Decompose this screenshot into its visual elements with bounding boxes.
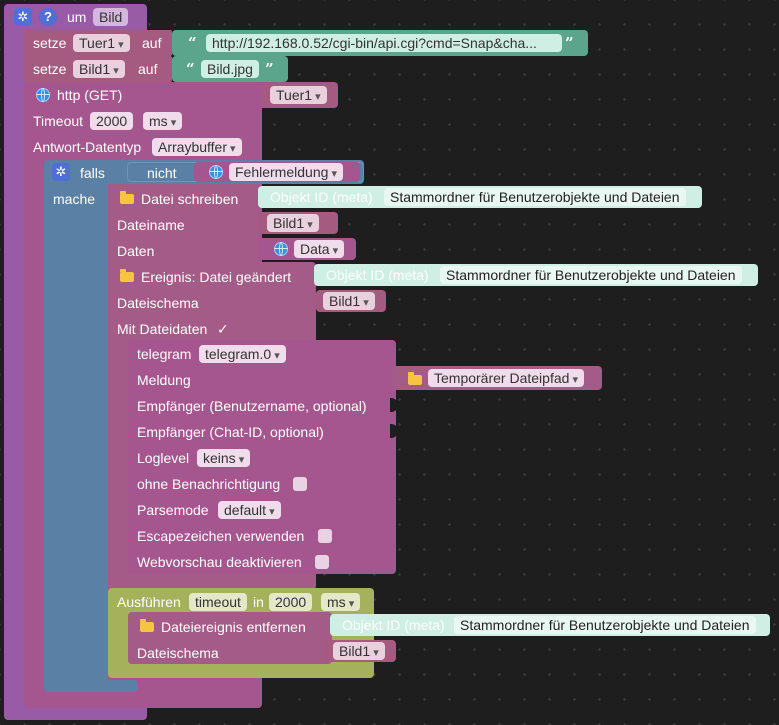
object-id-value[interactable]: Stammordner für Benutzerobjekte und Date… <box>440 266 742 284</box>
url-variable-dropdown[interactable]: Tuer1 <box>270 86 327 104</box>
object-id-label: Objekt ID (meta) <box>342 617 445 633</box>
filename-variable-dropdown[interactable]: Bild1 <box>267 214 319 232</box>
telegram-instance-dropdown[interactable]: telegram.0 <box>199 345 286 363</box>
folder-icon <box>140 619 154 632</box>
http-label: http (GET) <box>57 87 123 103</box>
data-label: Daten <box>117 243 155 259</box>
globe-icon <box>274 242 288 256</box>
response-type-dropdown[interactable]: Arraybuffer <box>152 138 242 156</box>
condition-dropdown[interactable]: Fehlermeldung <box>229 163 343 181</box>
loglevel-dropdown[interactable]: keins <box>197 449 251 467</box>
remove-schema-label: Dateischema <box>137 645 219 661</box>
remove-file-event-label: Dateiereignis entfernen <box>161 619 306 635</box>
input-socket[interactable] <box>390 398 398 412</box>
set-label: setze <box>33 35 67 51</box>
close-quote-icon: ” <box>565 34 574 52</box>
gear-icon[interactable]: ✲ <box>14 8 32 26</box>
timeout-label: Timeout <box>33 113 84 129</box>
remove-schema-variable-dropdown[interactable]: Bild1 <box>333 642 385 660</box>
remove-file-event-block[interactable] <box>128 612 332 664</box>
set-label: setze <box>33 61 67 77</box>
open-quote-icon: “ <box>186 60 195 78</box>
filename-text-field[interactable]: Bild.jpg <box>201 60 259 78</box>
url-text-field[interactable]: http://192.168.0.52/cgi-bin/api.cgi?cmd=… <box>206 34 562 52</box>
close-quote-icon: ” <box>265 60 274 78</box>
parsemode-label: Parsemode <box>137 502 209 518</box>
folder-icon <box>120 191 134 204</box>
message-dropdown[interactable]: Temporärer Dateipfad <box>428 369 584 387</box>
procedure-name-field[interactable]: Bild <box>93 8 129 26</box>
with-file-data-checkbox[interactable]: ✓ <box>217 321 229 337</box>
help-icon[interactable]: ? <box>39 8 57 26</box>
parsemode-dropdown[interactable]: default <box>218 501 281 519</box>
timeout-input[interactable]: 2000 <box>90 112 134 130</box>
schema-variable-dropdown[interactable]: Bild1 <box>323 292 375 310</box>
variable-dropdown-bild1[interactable]: Bild1 <box>73 60 125 78</box>
if-block-body <box>44 180 108 692</box>
globe-icon <box>36 88 50 102</box>
variable-dropdown-tuer1[interactable]: Tuer1 <box>73 34 130 52</box>
response-type-label: Antwort-Datentyp <box>33 139 142 155</box>
if-label: falls <box>80 165 105 181</box>
timeout-delay-input[interactable]: 2000 <box>269 593 313 611</box>
escape-label: Escapezeichen verwenden <box>137 528 305 544</box>
run-label: Ausführen <box>117 594 181 610</box>
input-socket[interactable] <box>390 424 398 438</box>
silent-label: ohne Benachrichtigung <box>137 476 281 492</box>
object-id-value[interactable]: Stammordner für Benutzerobjekte und Date… <box>454 616 756 634</box>
preview-label: Webvorschau deaktivieren <box>137 554 302 570</box>
timeout-delay-unit-dropdown[interactable]: ms <box>321 593 361 611</box>
to-label: auf <box>138 61 158 77</box>
globe-icon <box>209 165 223 179</box>
do-label: mache <box>53 191 96 207</box>
timeout-type-field[interactable]: timeout <box>189 593 247 611</box>
if-block-footer <box>44 680 138 692</box>
folder-icon <box>408 372 422 385</box>
write-file-label: Datei schreiben <box>141 191 239 207</box>
message-label: Meldung <box>137 372 191 388</box>
object-id-value[interactable]: Stammordner für Benutzerobjekte und Date… <box>384 188 686 206</box>
loglevel-label: Loglevel <box>137 450 190 466</box>
recipient-chat-label: Empfänger (Chat-ID, optional) <box>137 424 324 440</box>
file-event-label: Ereignis: Datei geändert <box>141 269 292 285</box>
recipient-user-label: Empfänger (Benutzername, optional) <box>137 398 367 414</box>
in-label: in <box>253 594 264 610</box>
silent-checkbox[interactable] <box>293 477 307 491</box>
escape-checkbox[interactable] <box>318 529 332 543</box>
telegram-label: telegram <box>137 346 192 362</box>
with-file-data-label: Mit Dateidaten <box>117 321 208 337</box>
object-id-label: Objekt ID (meta) <box>326 267 429 283</box>
open-quote-icon: “ <box>188 34 197 52</box>
preview-checkbox[interactable] <box>315 555 329 569</box>
file-schema-label: Dateischema <box>117 295 199 311</box>
object-id-label: Objekt ID (meta) <box>270 189 373 205</box>
timeout-unit-dropdown[interactable]: ms <box>143 112 183 130</box>
telegram-block[interactable] <box>128 340 396 574</box>
data-dropdown[interactable]: Data <box>294 240 345 258</box>
folder-icon <box>120 269 134 282</box>
filename-label: Dateiname <box>117 217 185 233</box>
not-label: nicht <box>147 165 177 181</box>
gear-icon[interactable]: ✲ <box>52 163 70 181</box>
to-label: auf <box>142 35 162 51</box>
procedure-label: um <box>67 9 87 25</box>
